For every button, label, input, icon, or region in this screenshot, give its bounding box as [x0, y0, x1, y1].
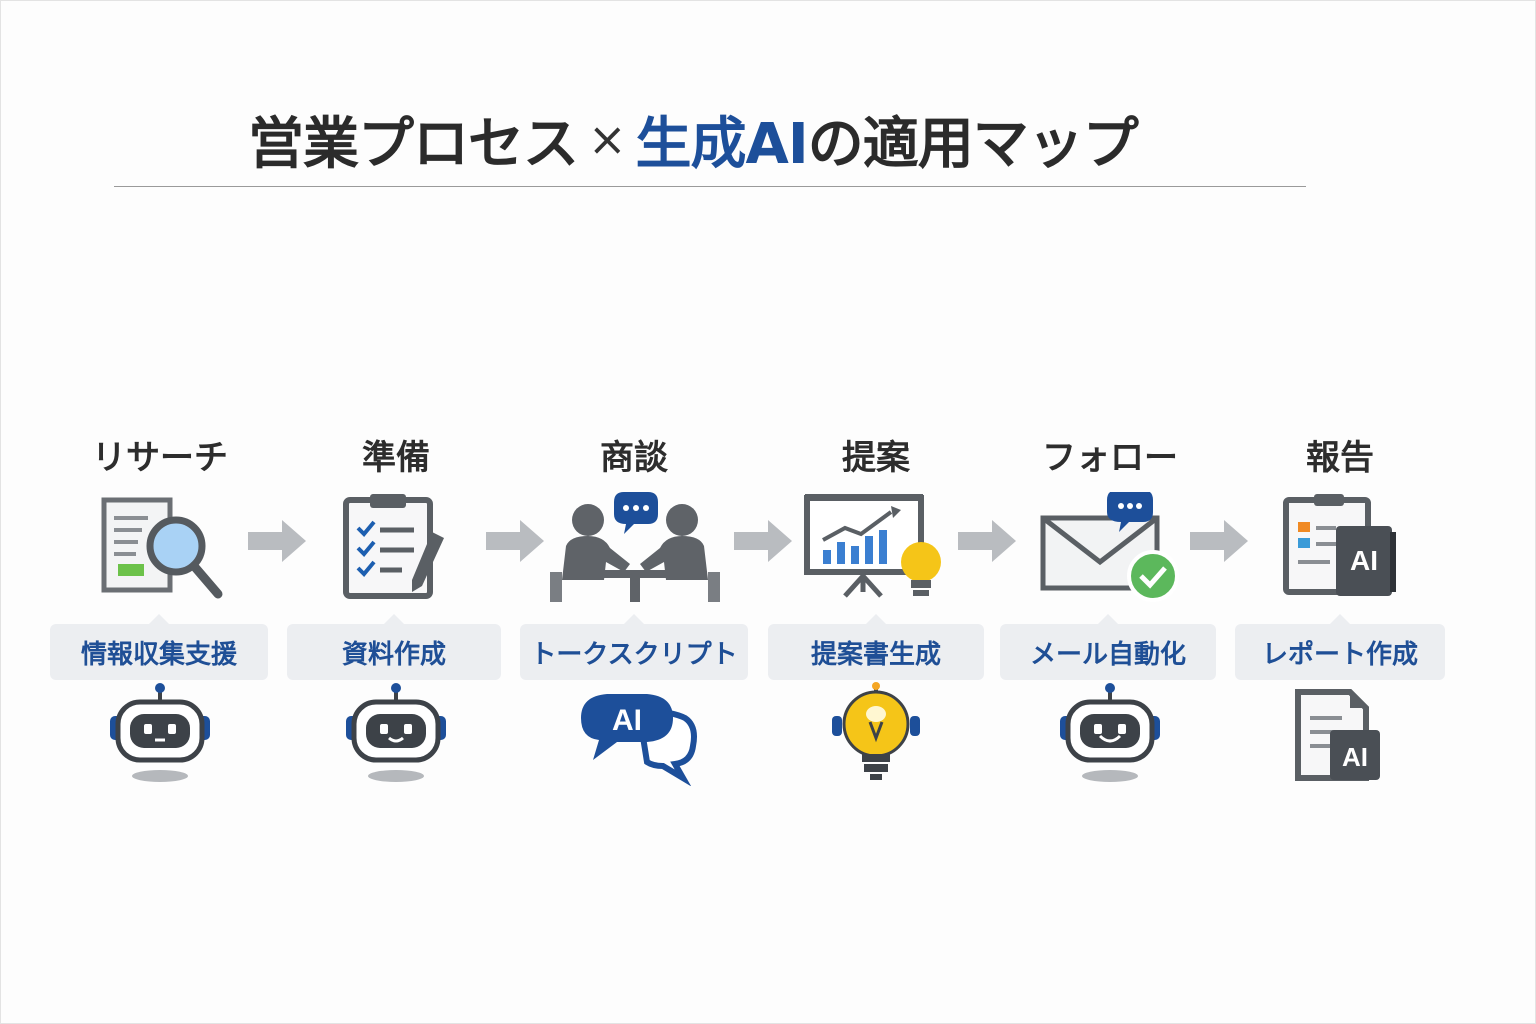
arrow-right-icon — [734, 518, 794, 564]
arrow-right-icon — [248, 518, 308, 564]
title-divider — [114, 186, 1306, 187]
stage-title: 提案 — [842, 438, 910, 478]
robot-icon — [40, 682, 280, 792]
ai-bubble-text: AI — [612, 704, 642, 737]
ai-usage-chip: トークスクリプト — [520, 614, 748, 680]
stage-proposal: 提案 提案書生成 — [756, 430, 996, 800]
presentation-board-icon — [756, 492, 996, 612]
stage-research: リサーチ 情報収集支援 — [40, 430, 280, 800]
arrow-right-icon — [486, 518, 546, 564]
stage-title: 報告 — [1306, 438, 1374, 478]
robot-smile-icon — [990, 682, 1230, 792]
stage-report: 報告 AI レポート作成 AI — [1220, 430, 1460, 800]
clipboard-checklist-icon — [276, 492, 516, 612]
ai-usage-chip: メール自動化 — [1000, 614, 1216, 680]
stage-title: 商談 — [600, 438, 668, 478]
ai-usage-chip: 資料作成 — [287, 614, 501, 680]
ai-chat-bubble-icon: AI — [514, 682, 754, 792]
stage-title: 準備 — [362, 438, 430, 478]
robot-icon — [276, 682, 516, 792]
stage-negotiation: 商談 トークスクリプト AI — [514, 430, 754, 800]
stage-follow-up: フォロー メール自動化 — [990, 430, 1230, 800]
mail-check-icon — [990, 492, 1230, 612]
document-ai-icon: AI — [1220, 682, 1460, 792]
title-times: × — [588, 112, 627, 166]
lightbulb-icon — [756, 682, 996, 792]
stage-preparation: 準備 資料作成 — [276, 430, 516, 800]
title-highlight: 生成AI — [635, 111, 809, 177]
document-ai-text: AI — [1342, 742, 1368, 772]
arrow-right-icon — [958, 518, 1018, 564]
ai-usage-chip: レポート作成 — [1235, 614, 1445, 680]
page-title: 営業プロセス × 生成AI の適用マップ — [248, 104, 1139, 177]
report-ai-icon: AI — [1220, 492, 1460, 612]
ai-usage-chip: 情報収集支援 — [50, 614, 268, 680]
stage-title: リサーチ — [92, 438, 228, 478]
report-ai-text: AI — [1350, 545, 1378, 576]
magnifier-document-icon — [40, 492, 280, 612]
stage-title: フォロー — [1042, 438, 1178, 478]
ai-usage-chip: 提案書生成 — [768, 614, 984, 680]
title-part1: 営業プロセス — [248, 111, 579, 177]
title-part2: の適用マップ — [807, 111, 1139, 177]
arrow-right-icon — [1190, 518, 1250, 564]
meeting-chat-icon — [514, 492, 754, 612]
